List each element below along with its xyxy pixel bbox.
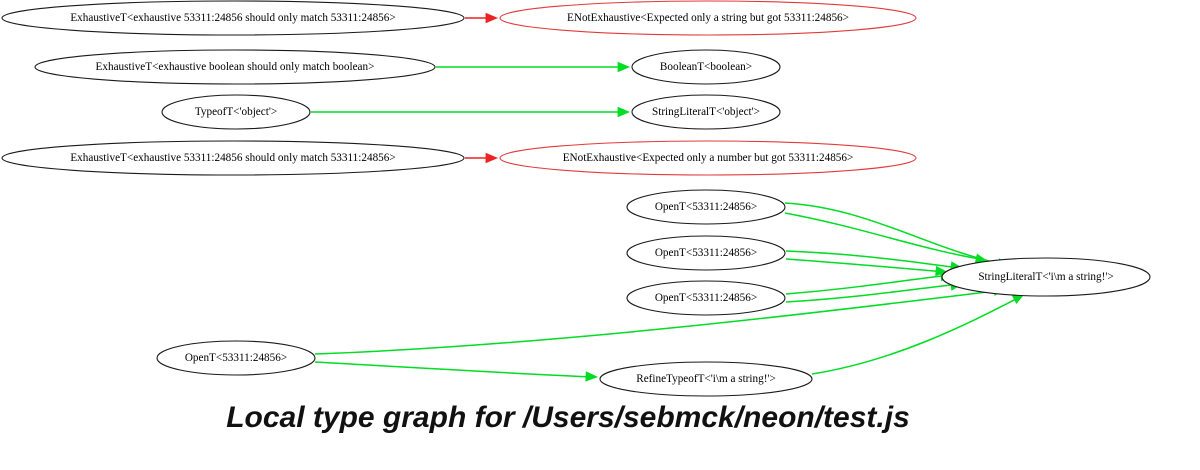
- node-label: OpenT<53311:24856>: [185, 352, 287, 364]
- edge-arrowhead: [485, 12, 499, 24]
- node-label: TypeofT<'object'>: [195, 106, 277, 118]
- type-node-ellipse: [626, 235, 786, 271]
- node-label: OpenT<53311:24856>: [655, 247, 757, 259]
- type-node-ellipse: [156, 340, 316, 376]
- type-node-ellipse: [941, 257, 1151, 297]
- node-label: ENotExhaustive<Expected only a string bu…: [567, 12, 849, 24]
- graph-edge: [314, 289, 1004, 355]
- graph-node[interactable]: StringLiteralT<'i\m a string!'>: [941, 257, 1151, 297]
- type-node-ellipse: [1, 0, 465, 36]
- type-node-ellipse: [34, 49, 436, 85]
- graph-edge: [784, 202, 1008, 266]
- node-label: ENotExhaustive<Expected only a number bu…: [563, 152, 854, 164]
- nodes-layer: ExhaustiveT<exhaustive 53311:24856 shoul…: [1, 0, 1151, 397]
- type-node-ellipse: [631, 94, 781, 130]
- type-node-ellipse: [626, 280, 786, 316]
- edge-arrowhead: [485, 152, 499, 164]
- type-node-ellipse: [626, 189, 786, 225]
- type-node-ellipse: [1, 140, 465, 176]
- error-node-ellipse: [499, 140, 917, 176]
- graph-node[interactable]: ENotExhaustive<Expected only a string bu…: [499, 0, 917, 36]
- graph-edge: [784, 212, 986, 261]
- edge-arrowhead: [585, 371, 599, 382]
- graph-edge: [314, 361, 596, 378]
- graph-node[interactable]: BooleanT<boolean>: [631, 49, 781, 85]
- graph-edge: [785, 258, 946, 273]
- graph-edge: [785, 274, 951, 295]
- graph-node[interactable]: OpenT<53311:24856>: [156, 340, 316, 376]
- graph-node[interactable]: ExhaustiveT<exhaustive 53311:24856 shoul…: [1, 140, 465, 176]
- graph-node[interactable]: OpenT<53311:24856>: [626, 280, 786, 316]
- edge-arrowhead: [617, 61, 631, 73]
- type-node-ellipse: [161, 94, 311, 130]
- node-label: RefineTypeofT<'i\m a string!'>: [636, 373, 776, 385]
- node-label: ExhaustiveT<exhaustive 53311:24856 shoul…: [70, 12, 395, 24]
- graph-node[interactable]: StringLiteralT<'object'>: [631, 94, 781, 130]
- graph-node[interactable]: OpenT<53311:24856>: [626, 235, 786, 271]
- graph-edge: [785, 283, 961, 303]
- graph-edge: [785, 250, 961, 269]
- graph-title: Local type graph for /Users/sebmck/neon/…: [226, 401, 910, 434]
- type-node-ellipse: [599, 361, 813, 397]
- type-node-ellipse: [631, 49, 781, 85]
- error-node-ellipse: [499, 0, 917, 36]
- graph-node[interactable]: ENotExhaustive<Expected only a number bu…: [499, 140, 917, 176]
- graph-node[interactable]: ExhaustiveT<exhaustive 53311:24856 shoul…: [1, 0, 465, 36]
- node-label: ExhaustiveT<exhaustive 53311:24856 shoul…: [70, 152, 395, 164]
- edges-layer: [311, 17, 1023, 378]
- graph-node[interactable]: ExhaustiveT<exhaustive boolean should on…: [34, 49, 436, 85]
- node-label: BooleanT<boolean>: [660, 61, 752, 73]
- node-label: OpenT<53311:24856>: [655, 292, 757, 304]
- node-label: StringLiteralT<'i\m a string!'>: [978, 271, 1113, 283]
- graph-node[interactable]: OpenT<53311:24856>: [626, 189, 786, 225]
- graph-node[interactable]: TypeofT<'object'>: [161, 94, 311, 130]
- node-label: ExhaustiveT<exhaustive boolean should on…: [96, 61, 375, 73]
- graph-node[interactable]: RefineTypeofT<'i\m a string!'>: [599, 361, 813, 397]
- graph-edge: [811, 295, 1023, 375]
- node-label: OpenT<53311:24856>: [655, 201, 757, 213]
- node-label: StringLiteralT<'object'>: [652, 106, 760, 118]
- edge-arrowhead: [617, 106, 631, 118]
